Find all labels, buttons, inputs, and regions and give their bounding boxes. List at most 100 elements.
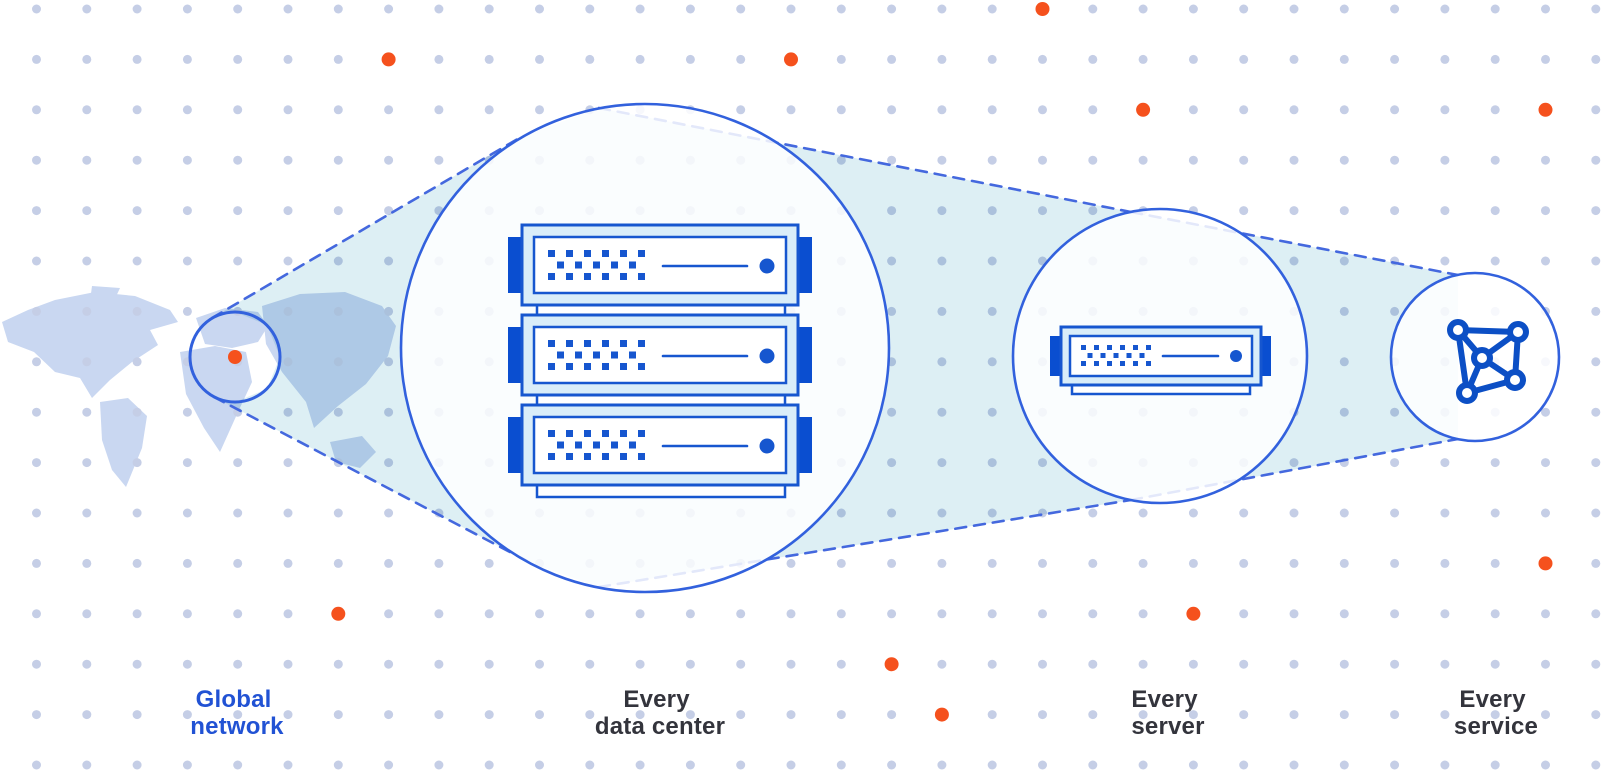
grid-dot [1088,710,1098,720]
grid-dot [82,256,92,266]
server-power-dot [1230,350,1242,362]
grid-dot [836,105,846,115]
grid-dot [1440,54,1450,64]
led-square [1146,361,1151,366]
grid-dot [434,105,444,115]
grid-dot [1188,659,1198,669]
server-unit-icon [1050,325,1271,387]
mesh-node [1471,347,1493,369]
grid-dot [384,558,394,568]
grid-dot [987,54,997,64]
grid-dot [1339,508,1349,518]
led-square [638,340,645,347]
grid-dot [182,155,192,165]
grid-dot [283,558,293,568]
led-square [620,273,627,280]
grid-dot [1591,357,1601,367]
grid-dot [1541,4,1550,14]
led-square [602,340,609,347]
grid-dot [283,458,293,468]
grid-dot [132,710,142,720]
led-square [566,250,573,257]
grid-dot [635,609,645,619]
led-square [1146,345,1151,350]
grid-dot [1440,710,1450,720]
grid-dot [1038,760,1047,770]
grid-dot [132,54,142,64]
server-unit-icon [508,223,812,307]
mesh-node [1447,319,1469,341]
grid-dot [1239,609,1249,619]
grid-dot [233,54,243,64]
grid-dot [333,558,343,568]
led-square [1094,345,1099,350]
grid-dot [1390,4,1400,14]
led-square [602,273,609,280]
grid-dot [1188,710,1198,720]
grid-dot [987,760,997,770]
grid-dot [1138,609,1148,619]
grid-dot [233,256,243,266]
grid-dot [1088,508,1098,518]
grid-dot [1490,4,1500,14]
grid-dot [1038,105,1047,115]
grid-dot [283,508,293,518]
grid-dot [1541,760,1550,770]
grid-dot [1390,458,1400,468]
led-square [602,250,609,257]
grid-dot [836,760,846,770]
grid-dot [1038,155,1047,165]
server-led-pattern [1081,345,1151,366]
grid-dot [32,357,41,367]
grid-dot [283,4,293,14]
grid-dot [1138,710,1148,720]
grid-dot [786,4,796,14]
grid-dot [333,659,343,669]
grid-dot [937,54,947,64]
grid-dot [1339,659,1349,669]
grid-dot [484,710,494,720]
grid-dot [1188,760,1198,770]
grid-dot [786,710,796,720]
led-square [593,441,600,449]
grid-dot [1088,105,1098,115]
grid-dot [1490,105,1500,115]
grid-dot [836,710,846,720]
grid-dot [1490,458,1500,468]
led-square [602,453,609,460]
grid-dot [384,508,394,518]
grid-dot [1490,710,1500,720]
led-square [584,453,591,460]
grid-dot [233,206,243,216]
led-square [1081,361,1086,366]
grid-dot [1038,54,1047,64]
led-square [638,363,645,370]
led-square [548,250,555,257]
grid-dot [434,155,444,165]
grid-dot [82,105,92,115]
grid-dot [937,659,947,669]
grid-dot [887,155,897,165]
grid-dot [937,155,947,165]
grid-dot [1490,609,1500,619]
led-square [584,250,591,257]
led-square [548,363,555,370]
led-square [611,261,618,269]
grid-dot [182,710,192,720]
orange-accent-dot [1136,102,1151,117]
grid-dot [1490,256,1500,266]
grid-dot [434,4,444,14]
grid-dot [32,256,41,266]
grid-dot [585,4,595,14]
orange-accent-dots [331,2,1553,722]
grid-dot [82,155,92,165]
grid-dot [182,206,192,216]
grid-dot [1490,54,1500,64]
server-power-dot [759,348,775,364]
grid-dot [132,105,142,115]
continent-north-america [2,292,178,398]
grid-dot [1541,609,1550,619]
grid-dot [1088,4,1098,14]
continent-greenland [90,286,120,303]
grid-dot [1440,206,1450,216]
